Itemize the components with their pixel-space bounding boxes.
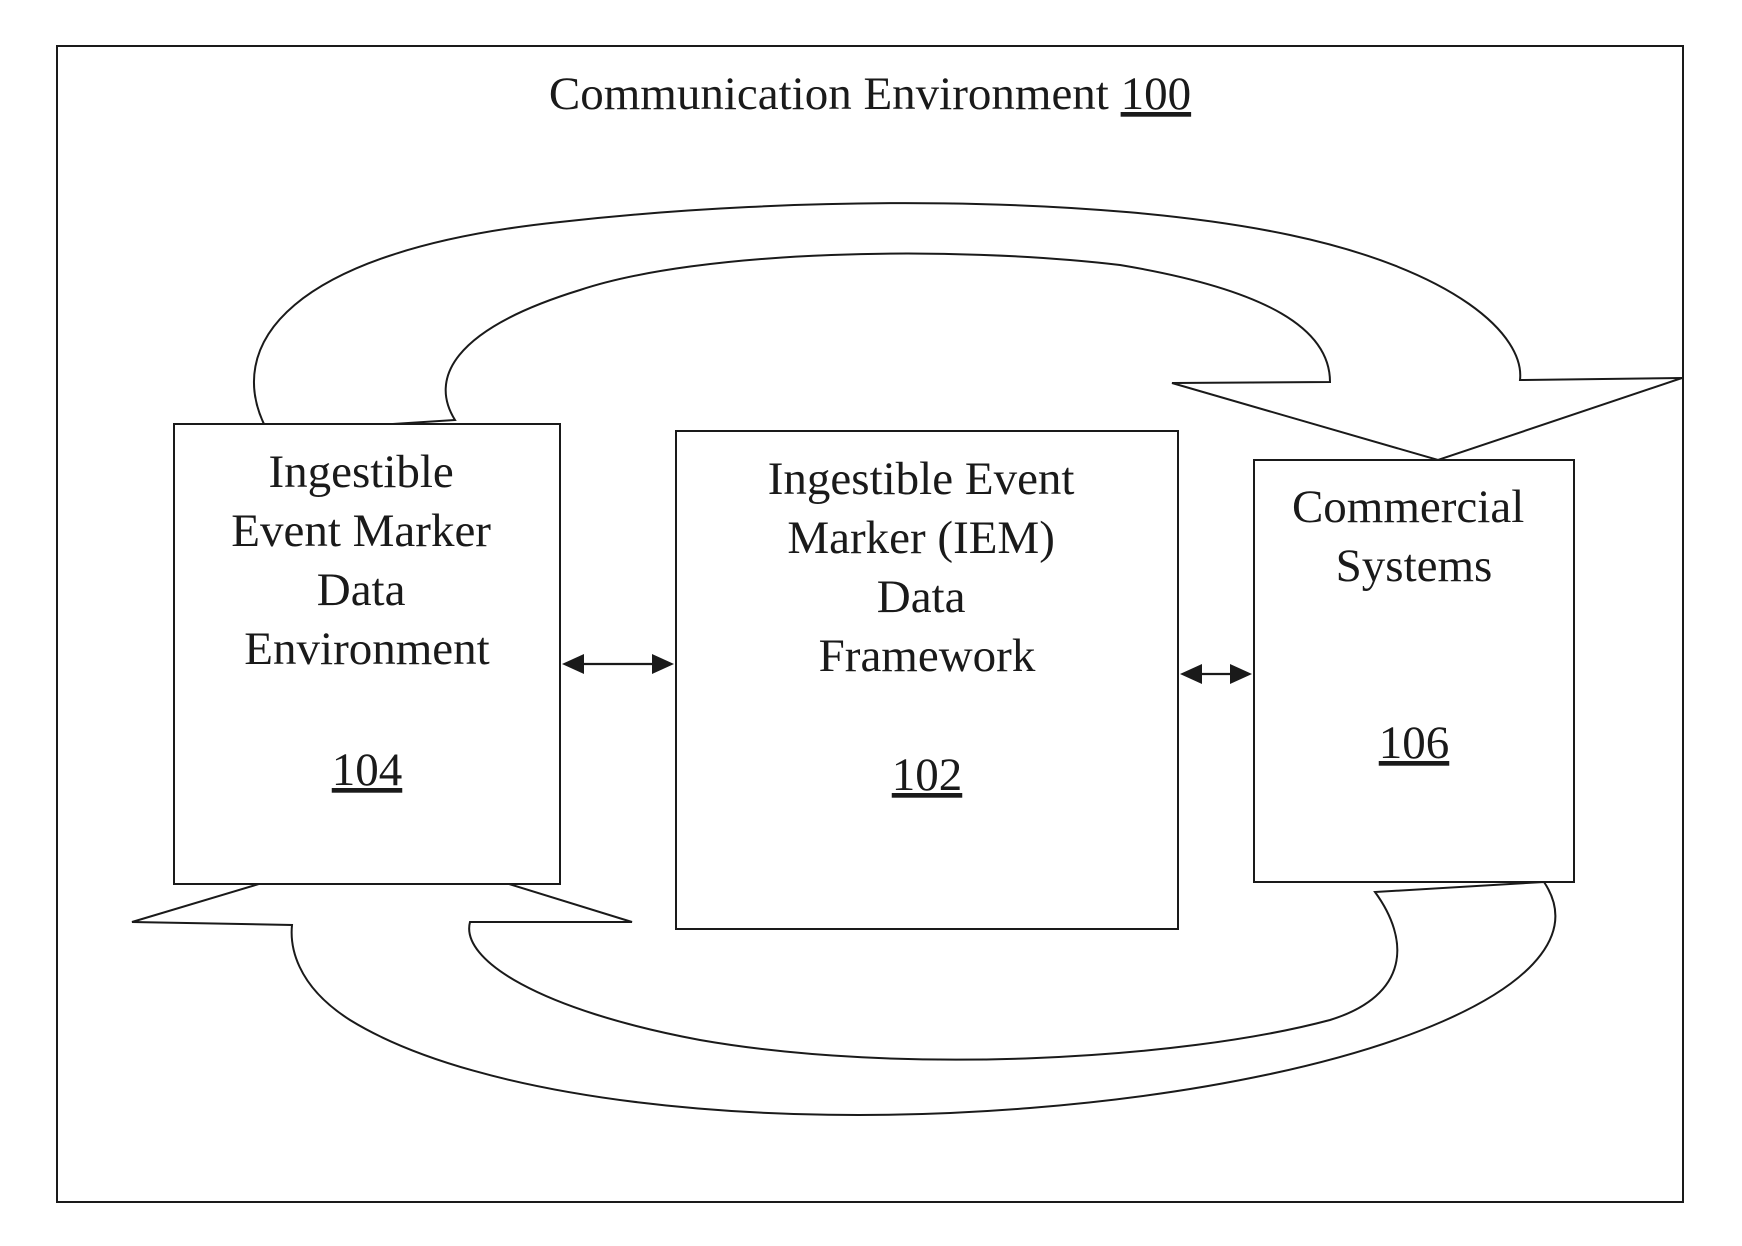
connector-104-102-head-left — [562, 654, 584, 674]
center-box-line-2: Marker (IEM) — [787, 512, 1055, 564]
connector-102-106-head-right — [1230, 664, 1252, 684]
center-box-line-4: Framework — [819, 630, 1036, 682]
center-box-line-1: Ingestible Event — [768, 453, 1075, 505]
top-curved-arrow — [254, 203, 1682, 460]
connector-102-106 — [1180, 664, 1252, 684]
connector-104-102-head-right — [652, 654, 674, 674]
right-box-ref: 106 — [1379, 717, 1450, 769]
left-box-line-4: Environment — [244, 623, 489, 675]
left-box-line-1: Ingestible — [268, 446, 453, 498]
diagram-title-ref: 100 — [1121, 68, 1192, 120]
center-box-line-3: Data — [877, 571, 966, 623]
left-box-line-2: Event Marker — [231, 505, 491, 557]
center-box-ref: 102 — [892, 749, 963, 801]
right-box-line-1: Commercial — [1292, 481, 1524, 533]
left-box-line-3: Data — [317, 564, 406, 616]
diagram-title-text: Communication Environment — [549, 68, 1121, 120]
diagram-title: Communication Environment 100 — [549, 68, 1191, 120]
connector-104-102 — [562, 654, 674, 674]
left-box-ref: 104 — [332, 744, 403, 796]
connector-102-106-head-left — [1180, 664, 1202, 684]
right-box-line-2: Systems — [1336, 540, 1493, 592]
